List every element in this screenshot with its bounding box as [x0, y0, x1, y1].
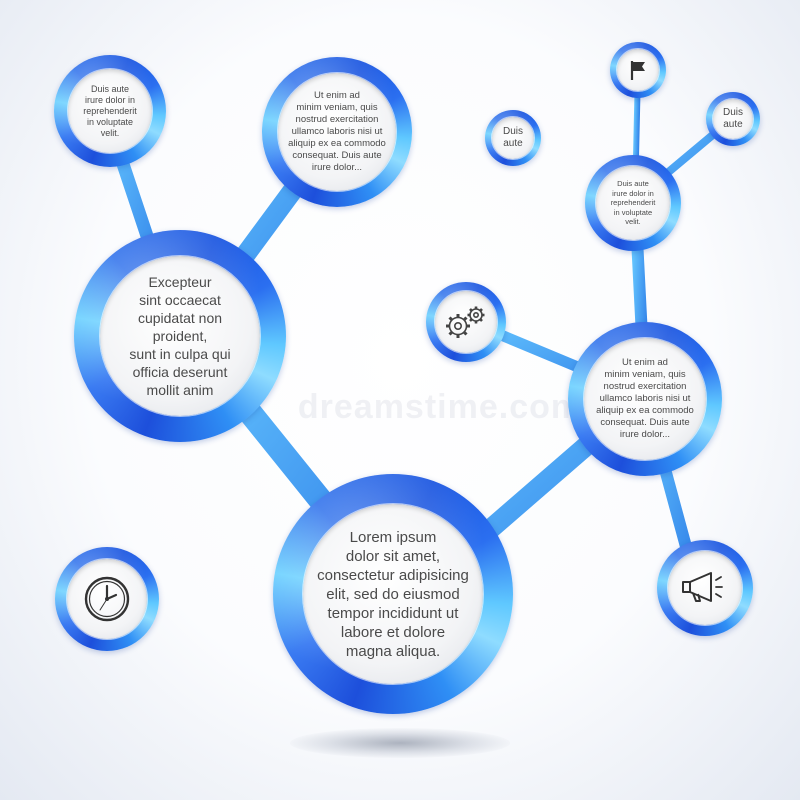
node-right-upper-center: Duis aute irure dolor in reprehenderit i…	[596, 166, 670, 240]
node-top-center-text: Ut enim ad minim veniam, quis nostrud ex…	[288, 90, 386, 173]
node-main-text: Lorem ipsum dolor sit amet, consectetur …	[317, 528, 469, 660]
node-megaphone-center	[668, 551, 742, 625]
megaphone-icon	[682, 572, 723, 602]
node-clock	[55, 547, 159, 651]
node-right-text: Ut enim ad minim veniam, quis nostrud ex…	[596, 357, 694, 440]
node-top-center-tiny: Duis aute	[485, 110, 541, 166]
node-left-center: Excepteur sint occaecat cupidatat non pr…	[100, 256, 260, 416]
node-top-left-text: Duis aute irure dolor in reprehenderit i…	[83, 83, 137, 138]
node-left-text: Excepteur sint occaecat cupidatat non pr…	[129, 274, 231, 398]
node-right-center: Ut enim ad minim veniam, quis nostrud ex…	[584, 338, 706, 460]
node-top-center-tiny-center: Duis aute	[492, 117, 534, 159]
node-right-top-tiny-center: Duis aute	[713, 99, 753, 139]
gears-icon	[446, 306, 485, 338]
node-right-upper: Duis aute irure dolor in reprehenderit i…	[585, 155, 681, 251]
node-top-left-center: Duis aute irure dolor in reprehenderit i…	[68, 69, 152, 153]
node-right-upper-text: Duis aute irure dolor in reprehenderit i…	[610, 179, 656, 227]
clock-icon	[84, 576, 130, 622]
node-megaphone	[657, 540, 753, 636]
node-flag	[610, 42, 666, 98]
ground-shadow	[290, 728, 510, 758]
node-flag-center	[617, 49, 659, 91]
node-gears	[426, 282, 506, 362]
node-right-top-tiny: Duis aute	[706, 92, 760, 146]
node-top-center-center: Ut enim ad minim veniam, quis nostrud ex…	[278, 73, 396, 191]
node-left: Excepteur sint occaecat cupidatat non pr…	[74, 230, 286, 442]
node-top-left: Duis aute irure dolor in reprehenderit i…	[54, 55, 166, 167]
node-right-top-tiny-text: Duis aute	[722, 107, 743, 130]
node-right: Ut enim ad minim veniam, quis nostrud ex…	[568, 322, 722, 476]
node-top-center: Ut enim ad minim veniam, quis nostrud ex…	[262, 57, 412, 207]
node-main: Lorem ipsum dolor sit amet, consectetur …	[273, 474, 513, 714]
node-main-center: Lorem ipsum dolor sit amet, consectetur …	[303, 504, 483, 684]
node-top-center-tiny-text: Duis aute	[502, 126, 523, 149]
node-gears-center	[435, 291, 497, 353]
node-clock-center	[67, 559, 147, 639]
watermark-text: dreamstime.com	[297, 388, 583, 426]
flag-icon	[630, 61, 645, 80]
